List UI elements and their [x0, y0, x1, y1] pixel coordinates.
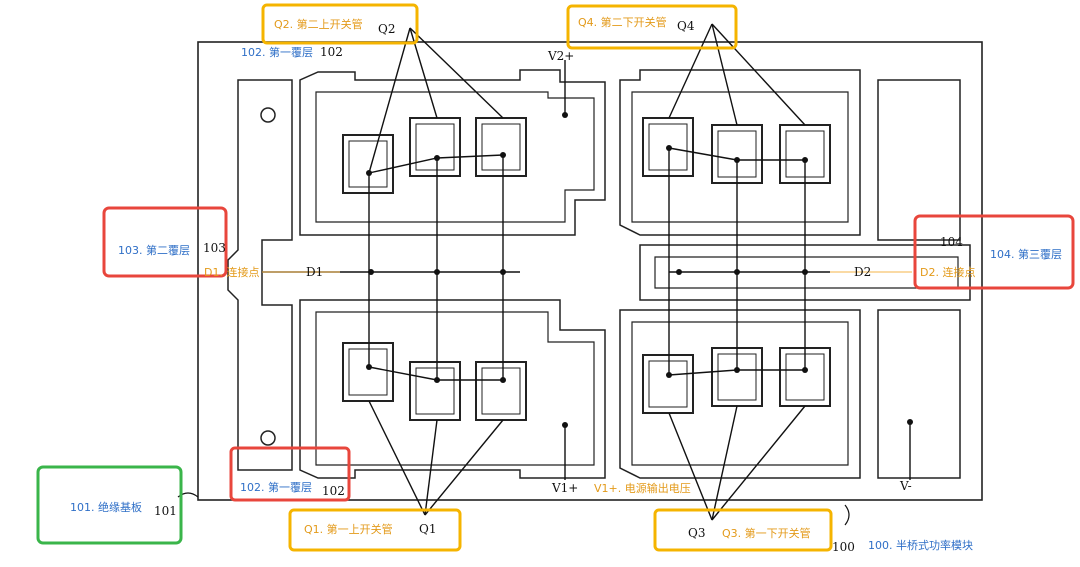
layer-104-label: 104. 第三覆层 — [990, 247, 1062, 261]
substrate-highlight — [36, 465, 183, 545]
module-code: 100 — [832, 540, 855, 554]
v1-code: V1+ — [551, 481, 578, 495]
first-layer-top-inner — [315, 91, 595, 223]
q4-chips — [642, 117, 831, 184]
q2-highlight — [261, 3, 419, 45]
q1-highlight — [288, 508, 462, 552]
right-upper-inner — [631, 91, 849, 223]
module-label: 100. 半桥式功率模块 — [868, 538, 973, 552]
q3-label: Q3. 第一下开关管 — [722, 526, 811, 540]
right-lower-inner — [631, 321, 849, 466]
mount-hole-bottom-left — [260, 430, 276, 446]
substrate-label: 101. 绝缘基板 — [70, 500, 142, 514]
first-layer-bottom-highlight — [229, 446, 351, 502]
q1-chips — [342, 342, 527, 421]
layer-102-top-code: 102 — [320, 45, 343, 59]
third-layer-band — [639, 244, 971, 301]
vneg-layer — [877, 79, 961, 241]
d1-label: D1. 连接点 — [204, 266, 259, 279]
right-lower-layer — [619, 309, 861, 479]
third-layer-highlight — [913, 214, 1075, 290]
layer-102-bottom-label: 102. 第一覆层 — [240, 480, 312, 494]
mount-hole-top-left — [260, 107, 276, 123]
insulating-substrate — [197, 41, 983, 501]
q2-label: Q2. 第二上开关管 — [274, 17, 363, 31]
d2-label: D2. 连接点 — [920, 266, 975, 279]
layer-103-label: 103. 第二覆层 — [118, 243, 190, 257]
connection-dots — [366, 112, 913, 428]
q4-code: Q4 — [677, 19, 695, 33]
first-layer-top — [299, 69, 606, 236]
q4-label: Q4. 第二下开关管 — [578, 15, 667, 29]
layer-102-top-label: 102. 第一覆层 — [241, 45, 313, 59]
q3-highlight — [653, 508, 833, 552]
q2-chips — [342, 117, 527, 194]
q1-label: Q1. 第一上开关管 — [304, 522, 393, 536]
substrate-code: 101 — [154, 504, 177, 518]
v2-code: V2+ — [547, 49, 574, 63]
second-layer-highlight — [102, 206, 228, 278]
q3-code: Q3 — [688, 526, 705, 540]
q2-code: Q2 — [378, 22, 395, 36]
d1-code: D1 — [306, 265, 323, 279]
first-layer-bottom-inner — [315, 311, 595, 466]
vneg-code: V- — [899, 479, 912, 493]
q4-highlight — [566, 4, 738, 50]
layer-104-code: 104 — [940, 235, 963, 249]
vneg-layer-lower — [877, 309, 961, 479]
second-layer-trace — [227, 79, 293, 471]
right-upper-layer — [619, 69, 861, 236]
module-leader — [844, 504, 850, 526]
first-layer-bottom — [299, 299, 606, 479]
bond-wires — [262, 23, 911, 521]
layer-103-code: 103 — [203, 241, 226, 255]
layer-102-bottom-code: 102 — [322, 484, 345, 498]
q1-code: Q1 — [419, 522, 436, 536]
d2-code: D2 — [854, 265, 871, 279]
v1-label: V1+. 电源输出电压 — [594, 481, 691, 495]
